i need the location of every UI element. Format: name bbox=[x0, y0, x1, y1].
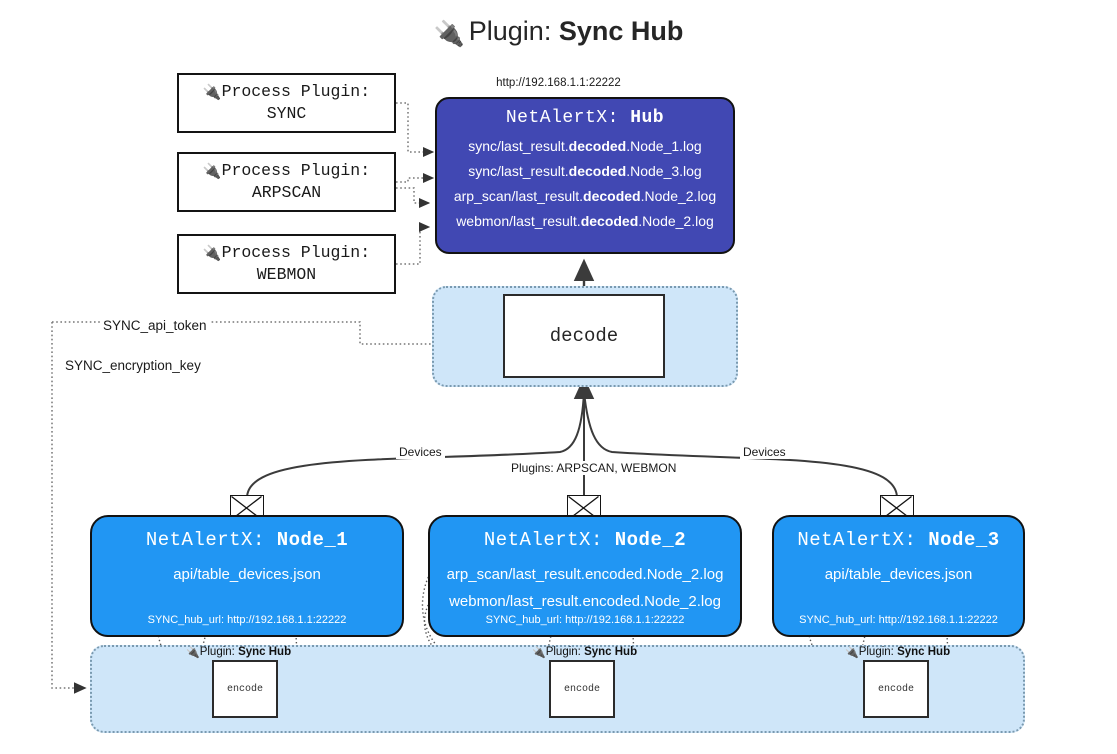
hub-log-list: sync/last_result.decoded.Node_1.log sync… bbox=[437, 134, 733, 234]
process-plugin-caption: Process Plugin: bbox=[221, 81, 371, 101]
node-card-node-1[interactable]: NetAlertX: Node_1 api/table_devices.json… bbox=[90, 515, 404, 637]
process-plugin-name: ARPSCAN bbox=[251, 183, 322, 202]
node-line: arp_scan/last_result.encoded.Node_2.log bbox=[446, 566, 724, 583]
node-line-list: api/table_devices.json bbox=[92, 561, 402, 588]
hub-title-prefix: NetAlertX: bbox=[505, 108, 631, 128]
sync-encryption-key-label: SYNC_encryption_key bbox=[62, 358, 204, 373]
electric-plug-icon: 🔌 bbox=[202, 82, 222, 101]
sync-api-token-label: SYNC_api_token bbox=[100, 318, 210, 333]
node-title: NetAlertX: Node_2 bbox=[483, 529, 687, 551]
process-plugin-arpscan[interactable]: 🔌Process Plugin: ARPSCAN bbox=[177, 152, 396, 212]
hub-log-row: arp_scan/last_result.decoded.Node_2.log bbox=[453, 188, 717, 204]
process-plugin-caption: Process Plugin: bbox=[221, 242, 371, 262]
electric-plug-icon: 🔌 bbox=[532, 646, 546, 659]
encode-box[interactable]: encode bbox=[549, 660, 615, 718]
page-title-prefix: Plugin: bbox=[468, 16, 559, 46]
process-plugin-name: SYNC bbox=[266, 104, 307, 123]
node-card-node-2[interactable]: NetAlertX: Node_2 arp_scan/last_result.e… bbox=[428, 515, 742, 637]
plugin-band-label: 🔌Plugin: Sync Hub bbox=[186, 646, 292, 659]
node-line: api/table_devices.json bbox=[824, 566, 973, 583]
encode-box[interactable]: encode bbox=[212, 660, 278, 718]
hub-node[interactable]: NetAlertX: Hub sync/last_result.decoded.… bbox=[435, 97, 735, 254]
process-plugin-name: WEBMON bbox=[256, 265, 317, 284]
process-plugin-webmon[interactable]: 🔌Process Plugin: WEBMON bbox=[177, 234, 396, 294]
node-footer: SYNC_hub_url: http://192.168.1.1:22222 bbox=[799, 614, 998, 626]
process-plugin-sync[interactable]: 🔌Process Plugin: SYNC bbox=[177, 73, 396, 133]
electric-plug-icon: 🔌 bbox=[186, 646, 200, 659]
decode-box[interactable]: decode bbox=[503, 294, 665, 378]
hub-title: NetAlertX: Hub bbox=[437, 108, 733, 128]
page-title-name: Sync Hub bbox=[558, 16, 684, 46]
node-line-list: arp_scan/last_result.encoded.Node_2.log … bbox=[430, 561, 740, 615]
node-footer: SYNC_hub_url: http://192.168.1.1:22222 bbox=[147, 614, 347, 626]
encode-box[interactable]: encode bbox=[863, 660, 929, 718]
node-title: NetAlertX: Node_3 bbox=[797, 529, 1000, 551]
plugin-band-label: 🔌Plugin: Sync Hub bbox=[845, 646, 951, 659]
edge-label-devices-right: Devices bbox=[740, 445, 789, 459]
electric-plug-icon: 🔌 bbox=[433, 20, 465, 48]
edge-label-plugins-center: Plugins: ARPSCAN, WEBMON bbox=[508, 461, 680, 475]
node-line: webmon/last_result.encoded.Node_2.log bbox=[449, 593, 721, 610]
node-footer: SYNC_hub_url: http://192.168.1.1:22222 bbox=[485, 614, 685, 626]
electric-plug-icon: 🔌 bbox=[202, 243, 222, 262]
hub-title-name: Hub bbox=[630, 108, 665, 128]
edge-label-devices-left: Devices bbox=[396, 445, 445, 459]
hub-log-row: webmon/last_result.decoded.Node_2.log bbox=[456, 213, 714, 229]
hub-log-row: sync/last_result.decoded.Node_3.log bbox=[468, 163, 702, 179]
process-plugin-caption: Process Plugin: bbox=[221, 160, 371, 180]
hub-log-row: sync/last_result.decoded.Node_1.log bbox=[468, 138, 702, 154]
page-title: 🔌Plugin: Sync Hub bbox=[0, 16, 1117, 49]
node-line-list: api/table_devices.json bbox=[774, 561, 1023, 588]
node-card-node-3[interactable]: NetAlertX: Node_3 api/table_devices.json… bbox=[772, 515, 1025, 637]
plugin-band-label: 🔌Plugin: Sync Hub bbox=[532, 646, 638, 659]
electric-plug-icon: 🔌 bbox=[202, 161, 222, 180]
node-title: NetAlertX: Node_1 bbox=[145, 529, 349, 551]
node-line: api/table_devices.json bbox=[173, 566, 321, 583]
hub-url-label: http://192.168.1.1:22222 bbox=[496, 77, 621, 89]
electric-plug-icon: 🔌 bbox=[845, 646, 859, 659]
